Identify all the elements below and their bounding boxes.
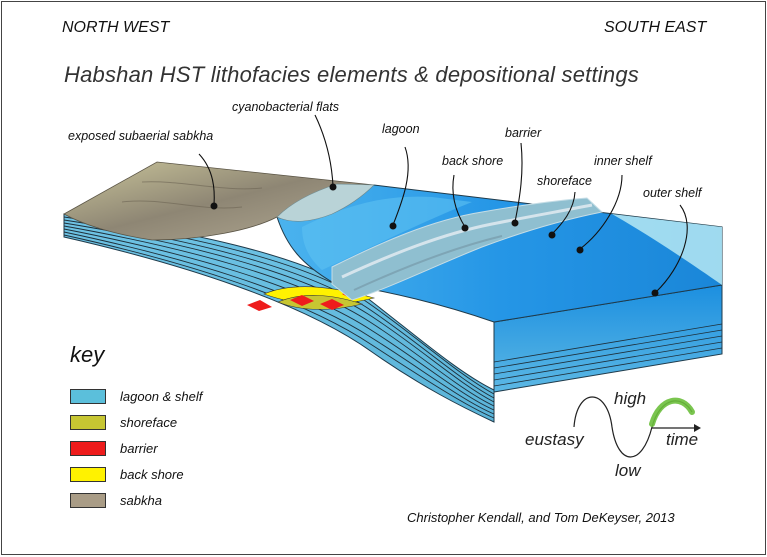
end-face-lines: [493, 323, 723, 387]
label-barrier: barrier: [505, 126, 542, 140]
label-exposed-subaerial-sabkha: exposed subaerial sabkha: [68, 129, 214, 143]
eustasy-high-label: high: [614, 389, 647, 408]
key-label: sabkha: [120, 493, 162, 508]
label-lagoon: lagoon: [382, 122, 420, 136]
label-inner-shelf: inner shelf: [594, 154, 652, 168]
key-label: shoreface: [120, 415, 178, 430]
lagoon-zone: [302, 196, 472, 270]
key-swatch: [70, 467, 106, 482]
sabkha-texture: [121, 181, 263, 209]
key-label: lagoon & shelf: [120, 389, 203, 404]
key-label: back shore: [120, 467, 184, 482]
eustasy-curve: [573, 396, 701, 458]
outer-shelf-zone: [612, 214, 722, 285]
direction-north-west: NORTH WEST: [62, 19, 170, 36]
barrier-texture: [341, 203, 593, 279]
label-outer-shelf: outer shelf: [643, 186, 702, 200]
key-label: barrier: [120, 441, 158, 456]
eustasy-low-label: low: [615, 461, 641, 480]
callout-dots: [210, 183, 659, 297]
callout-leaders: [198, 114, 688, 293]
key-swatch: [70, 389, 106, 404]
credit-line: Christopher Kendall, and Tom DeKeyser, 2…: [407, 510, 675, 525]
cross-section-face: [63, 213, 495, 423]
direction-south-east: SOUTH EAST: [604, 19, 707, 36]
barrier-band: [331, 197, 604, 301]
eustasy-time-label: time: [666, 430, 699, 449]
key-swatch: [70, 415, 106, 430]
eustasy-label: eustasy: [525, 430, 584, 449]
cyanobacterial-flats: [276, 183, 375, 222]
key-swatch: [70, 441, 106, 456]
label-cyanobacterial-flats: cyanobacterial flats: [232, 100, 340, 114]
barrier-texture-2: [353, 235, 503, 291]
key-swatch: [70, 493, 106, 508]
key-title: key: [70, 342, 105, 367]
figure-title: Habshan HST lithofacies elements & depos…: [64, 62, 639, 87]
label-shoreface: shoreface: [537, 174, 592, 188]
label-back-shore: back shore: [442, 154, 504, 168]
